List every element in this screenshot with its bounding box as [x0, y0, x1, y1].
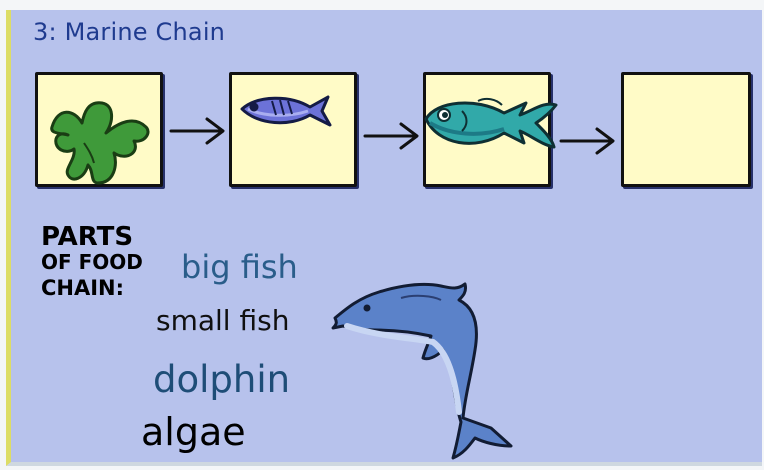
- word-card-algae[interactable]: algae: [141, 410, 246, 454]
- big-fish-icon[interactable]: [416, 89, 566, 159]
- algae-icon[interactable]: [44, 89, 160, 189]
- arrow-icon: [363, 120, 421, 150]
- parts-heading-line-3: CHAIN:: [41, 278, 161, 299]
- word-card-dolphin[interactable]: dolphin: [153, 358, 290, 401]
- chain-slot-1[interactable]: [35, 72, 163, 187]
- activity-title: 3: Marine Chain: [33, 18, 225, 46]
- chain-slot-3[interactable]: [423, 72, 551, 187]
- parts-heading: PARTS OF FOOD CHAIN:: [41, 224, 161, 299]
- parts-heading-line-2: OF FOOD: [41, 252, 161, 272]
- arrow-icon: [559, 125, 617, 155]
- chain-slot-4[interactable]: [621, 72, 751, 187]
- word-card-big-fish[interactable]: big fish: [181, 248, 298, 286]
- small-fish-icon[interactable]: [236, 91, 332, 131]
- chain-slot-2[interactable]: [229, 72, 357, 187]
- parts-heading-line-1: PARTS: [41, 224, 161, 250]
- word-card-small-fish[interactable]: small fish: [156, 304, 289, 337]
- arrow-icon: [169, 115, 227, 145]
- activity-board: 3: Marine Chain: [6, 10, 762, 466]
- dolphin-icon[interactable]: [329, 278, 519, 460]
